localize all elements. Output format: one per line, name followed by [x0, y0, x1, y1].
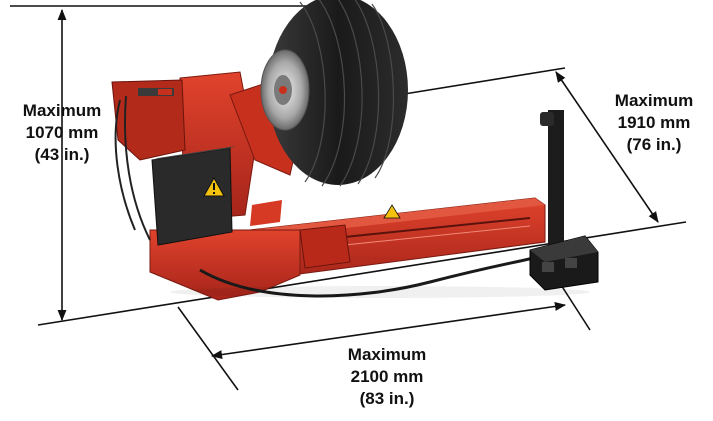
depth-dimension-arrow: [555, 71, 659, 223]
tire-top-reference-line: [397, 67, 566, 96]
remote-stand: [529, 110, 599, 291]
control-cables: [114, 95, 151, 241]
tire-tread: [299, 0, 394, 187]
length-label-mm: 2100 mm: [350, 367, 424, 386]
warning-label-icon: [383, 204, 401, 219]
hydraulic-hose: [199, 253, 546, 298]
length-dimension-label: Maximum 2100 mm (83 in.): [322, 344, 452, 410]
floor-shadow: [170, 286, 590, 298]
depth-label-mm: 1910 mm: [617, 113, 691, 132]
depth-label-in: (76 in.): [626, 135, 682, 154]
length-label-title: Maximum: [347, 345, 427, 364]
depth-label-title: Maximum: [614, 91, 694, 110]
height-label-mm: 1070 mm: [25, 123, 99, 142]
height-label-in: (43 in.): [34, 145, 90, 164]
depth-dimension-label: Maximum 1910 mm (76 in.): [604, 90, 704, 156]
tire-changer-machine: [111, 0, 599, 301]
machine-nameplate: [138, 88, 174, 96]
height-dimension-label: Maximum 1070 mm (43 in.): [6, 100, 118, 166]
machine-control-head: [111, 79, 186, 161]
length-label-in: (83 in.): [359, 389, 415, 408]
warning-triangle-icon: [203, 176, 225, 197]
front-edge-reference-line: [177, 306, 239, 391]
machine-carriage: [299, 224, 351, 269]
length-dimension-arrow: [210, 302, 567, 359]
height-label-title: Maximum: [22, 101, 102, 120]
